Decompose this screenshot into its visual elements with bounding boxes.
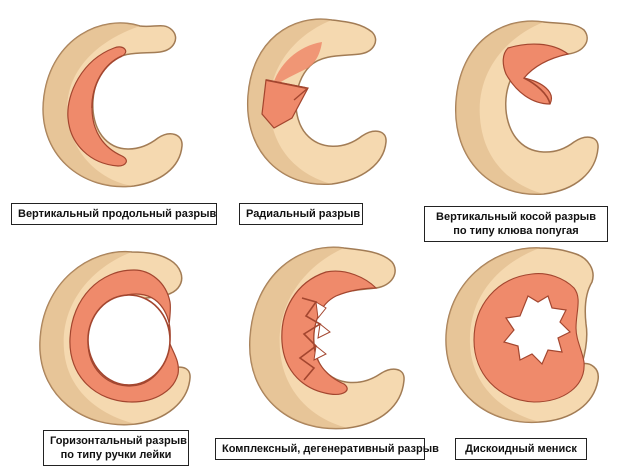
illustration-vertical-longitudinal-tear (22, 8, 202, 198)
label-complex-tear: Комплексный, дегенеративный разрыв (215, 438, 439, 460)
illustration-discoid-meniscus (436, 240, 616, 430)
illustration-horizontal-tear (24, 242, 204, 432)
label-horizontal-tear: Горизонтальный разрыв по типу ручки лейк… (43, 430, 189, 466)
label-line: Дискоидный мениск (465, 443, 577, 455)
label-line: Горизонтальный разрыв (50, 435, 187, 447)
label-line: Комплексный, дегенеративный разрыв (222, 443, 439, 455)
label-line: Вертикальный продольный разрыв (18, 208, 217, 220)
label-line: по типу ручки лейки (60, 449, 172, 461)
label-discoid-meniscus: Дискоидный мениск (455, 438, 587, 460)
label-line: Радиальный разрыв (246, 208, 361, 220)
label-vertical-longitudinal-tear: Вертикальный продольный разрыв (11, 203, 217, 225)
illustration-complex-tear (230, 238, 420, 438)
illustration-vertical-oblique-tear (432, 8, 612, 208)
label-vertical-oblique-tear: Вертикальный косой разрыв по типу клюва … (424, 206, 608, 242)
label-radial-tear: Радиальный разрыв (239, 203, 363, 225)
label-line: по типу клюва попугая (453, 225, 579, 237)
label-line: Вертикальный косой разрыв (436, 211, 596, 223)
illustration-radial-tear (222, 8, 402, 198)
